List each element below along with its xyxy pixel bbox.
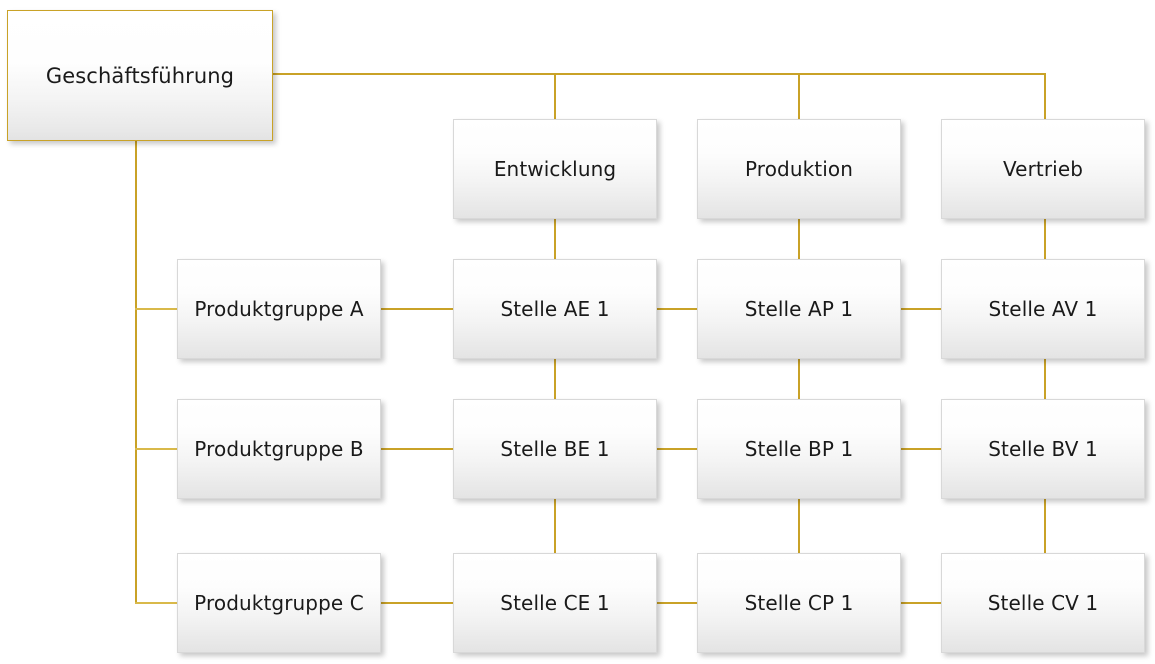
- node-label: Stelle AP 1: [744, 297, 854, 321]
- node-label: Stelle CV 1: [987, 591, 1099, 615]
- connector-column-vertrieb: [1044, 219, 1046, 260]
- node-label: Entwicklung: [493, 157, 617, 181]
- node-label: Produktion: [745, 157, 853, 181]
- node-label: Produktgruppe B: [194, 437, 364, 461]
- node-entwicklung[interactable]: Entwicklung: [453, 119, 657, 219]
- node-stelle-ae-1[interactable]: Stelle AE 1: [453, 259, 657, 359]
- connector-row-a-ae-to-ap: [656, 308, 698, 310]
- node-geschaeftsfuehrung[interactable]: Geschäftsführung: [7, 10, 273, 141]
- connector-trunk-to-pg-c: [135, 602, 178, 604]
- connector-row-c-cp-to-cv: [900, 602, 942, 604]
- node-produktgruppe-a[interactable]: Produktgruppe A: [177, 259, 381, 359]
- connector-row-b-pg-to-be: [380, 448, 454, 450]
- connector-bus-to-entwicklung: [554, 73, 556, 120]
- connector-row-b-be-to-bp: [656, 448, 698, 450]
- connector-trunk-to-pg-a: [135, 308, 178, 310]
- connector-column-produktion-a-b: [798, 359, 800, 400]
- node-label: Produktgruppe C: [194, 591, 364, 615]
- connector-column-vertrieb-b-c: [1044, 499, 1046, 554]
- node-label: Stelle CE 1: [500, 591, 610, 615]
- node-produktgruppe-b[interactable]: Produktgruppe B: [177, 399, 381, 499]
- connector-row-a-pg-to-ae: [380, 308, 454, 310]
- node-label: Stelle AV 1: [988, 297, 1098, 321]
- connector-root-trunk-vertical: [135, 140, 137, 604]
- connector-column-produktion: [798, 219, 800, 260]
- node-label: Vertrieb: [1002, 157, 1084, 181]
- node-stelle-ce-1[interactable]: Stelle CE 1: [453, 553, 657, 653]
- connector-row-c-pg-to-ce: [380, 602, 454, 604]
- node-produktion[interactable]: Produktion: [697, 119, 901, 219]
- connector-trunk-to-pg-b: [135, 448, 178, 450]
- node-label: Stelle BV 1: [988, 437, 1098, 461]
- connector-root-bus-horizontal: [272, 73, 1046, 75]
- connector-bus-to-produktion: [798, 73, 800, 120]
- connector-row-b-bp-to-bv: [900, 448, 942, 450]
- node-stelle-cp-1[interactable]: Stelle CP 1: [697, 553, 901, 653]
- node-stelle-bp-1[interactable]: Stelle BP 1: [697, 399, 901, 499]
- node-label: Stelle BE 1: [500, 437, 610, 461]
- connector-column-produktion-b-c: [798, 499, 800, 554]
- node-label: Stelle AE 1: [500, 297, 610, 321]
- connector-row-a-ap-to-av: [900, 308, 942, 310]
- node-stelle-cv-1[interactable]: Stelle CV 1: [941, 553, 1145, 653]
- connector-bus-to-vertrieb: [1044, 73, 1046, 120]
- node-produktgruppe-c[interactable]: Produktgruppe C: [177, 553, 381, 653]
- connector-column-vertrieb-a-b: [1044, 359, 1046, 400]
- node-label: Produktgruppe A: [194, 297, 364, 321]
- connector-column-entwicklung-b-c: [554, 499, 556, 554]
- node-stelle-bv-1[interactable]: Stelle BV 1: [941, 399, 1145, 499]
- connector-column-entwicklung-a-b: [554, 359, 556, 400]
- node-label: Stelle CP 1: [744, 591, 854, 615]
- connector-row-c-ce-to-cp: [656, 602, 698, 604]
- node-vertrieb[interactable]: Vertrieb: [941, 119, 1145, 219]
- node-stelle-be-1[interactable]: Stelle BE 1: [453, 399, 657, 499]
- node-stelle-av-1[interactable]: Stelle AV 1: [941, 259, 1145, 359]
- node-label: Stelle BP 1: [744, 437, 854, 461]
- node-label: Geschäftsführung: [45, 63, 235, 88]
- node-stelle-ap-1[interactable]: Stelle AP 1: [697, 259, 901, 359]
- connector-column-entwicklung: [554, 219, 556, 260]
